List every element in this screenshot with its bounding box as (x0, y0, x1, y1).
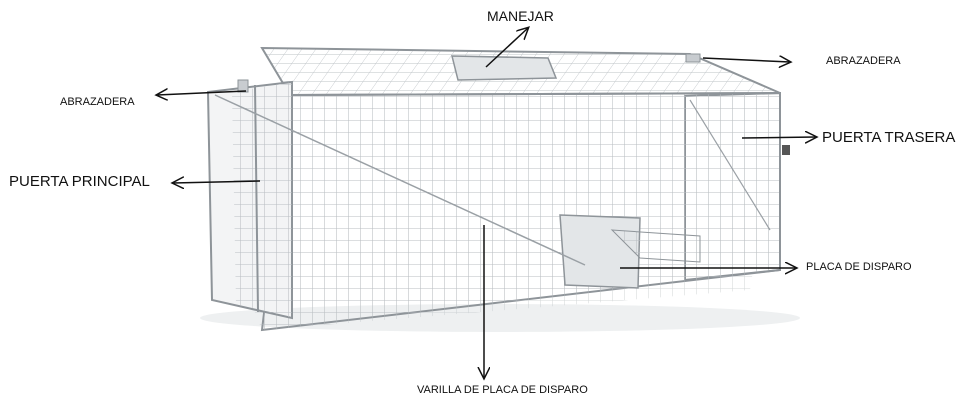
arrow-handle (485, 28, 528, 68)
label-clamp-left: ABRAZADERA (60, 96, 135, 108)
rear-latch (782, 145, 790, 155)
label-trigger-rod: VARILLA DE PLACA DE DISPARO (417, 384, 588, 396)
clamp-right-hardware (685, 53, 701, 63)
arrow-main-door (173, 181, 261, 183)
trigger-plate-right (610, 229, 701, 263)
label-main-door: PUERTA PRINCIPAL (9, 173, 150, 190)
arrow-rear-door (741, 137, 816, 138)
trigger-plate (559, 214, 641, 289)
main-door-mesh (232, 82, 292, 318)
label-handle: MANEJAR (487, 8, 554, 24)
cage-trap (200, 46, 800, 332)
clamp-left-hardware (237, 79, 249, 93)
rear-rod (689, 99, 771, 231)
arrow-clamp-left (157, 91, 247, 95)
main-door-edge (254, 84, 259, 313)
arrow-clamp-right (702, 58, 790, 62)
label-rear-door: PUERTA TRASERA (822, 129, 956, 146)
label-trigger-plate: PLACA DE DISPARO (806, 261, 912, 273)
trigger-rod (214, 94, 586, 266)
handle-plate (451, 55, 558, 81)
callout-arrows (157, 28, 816, 378)
label-clamp-right: ABRAZADERA (826, 55, 901, 67)
